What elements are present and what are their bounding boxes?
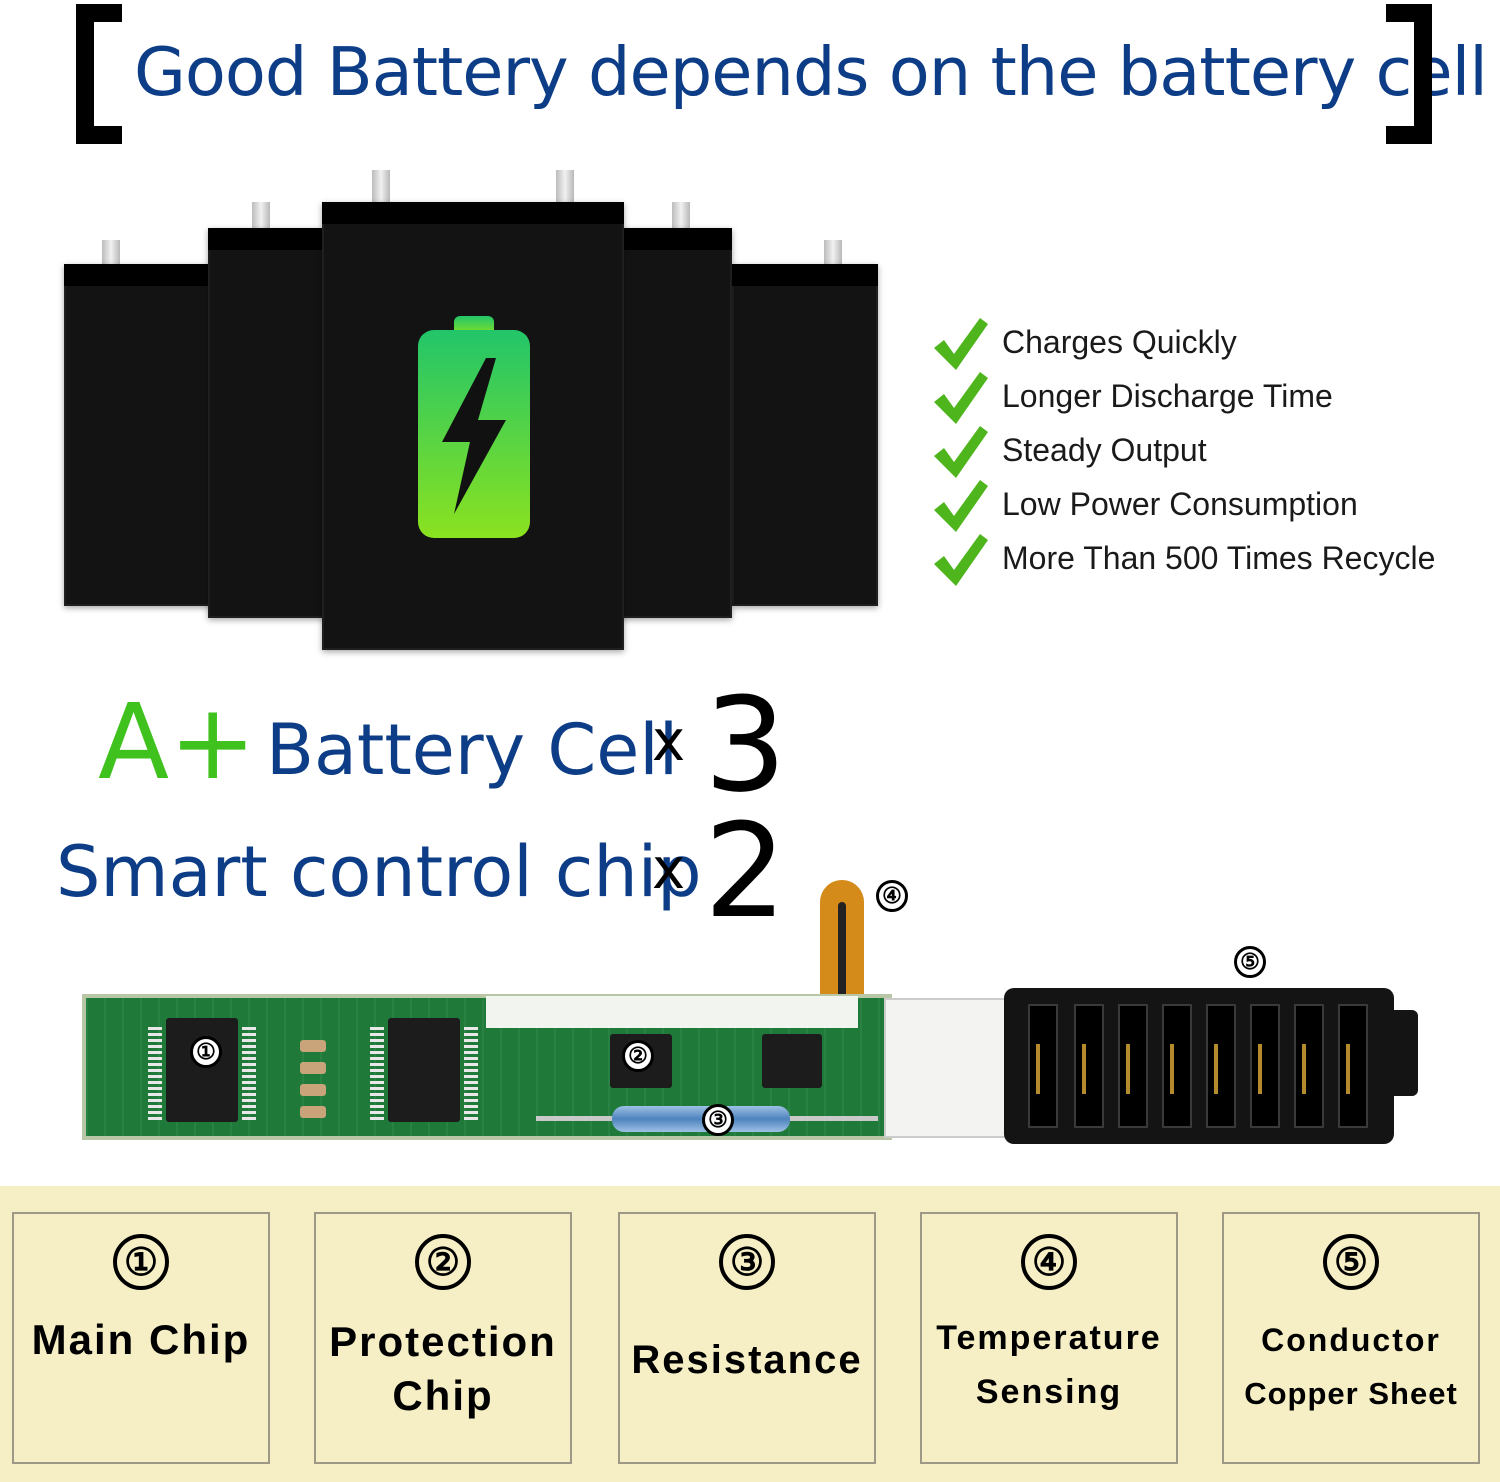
left-bracket	[76, 4, 122, 144]
checkmark-icon	[934, 480, 988, 532]
main-chip	[166, 1018, 238, 1122]
battery-cell-label: Battery Cell	[266, 709, 679, 791]
legend-item-temperature-sensing: ④ Temperature Sensing	[920, 1212, 1178, 1464]
list-item: More Than 500 Times Recycle	[930, 532, 1490, 586]
pcb-pad	[884, 998, 1014, 1138]
temperature-sensor-flex	[820, 880, 864, 998]
marker-2: ②	[622, 1040, 654, 1072]
list-item: Charges Quickly	[930, 316, 1490, 370]
list-item: Low Power Consumption	[930, 478, 1490, 532]
list-item: Steady Output	[930, 424, 1490, 478]
legend-item-protection-chip: ② Protection Chip	[314, 1212, 572, 1464]
chip-label: Smart control chip	[56, 831, 702, 913]
page-title: Good Battery depends on the battery cell	[134, 33, 1488, 111]
protection-chip	[762, 1034, 822, 1088]
chip-multiplier: x	[652, 837, 686, 902]
legend-item-main-chip: ① Main Chip	[12, 1212, 270, 1464]
resistor	[612, 1106, 790, 1132]
connector-ear	[1386, 1010, 1418, 1096]
battery-cell	[64, 264, 224, 606]
checkmark-icon	[934, 534, 988, 586]
cell-count: 3	[704, 669, 787, 821]
checkmark-icon	[934, 372, 988, 424]
marker-3: ③	[702, 1104, 734, 1136]
list-item: Longer Discharge Time	[930, 370, 1490, 424]
marker-4: ④	[876, 880, 908, 912]
legend-number: ③	[719, 1234, 775, 1290]
connector	[1004, 988, 1394, 1144]
legend-number: ⑤	[1323, 1234, 1379, 1290]
battery-charging-icon	[418, 316, 530, 538]
battery-cell	[732, 264, 878, 606]
legend-item-resistance: ③ Resistance	[618, 1212, 876, 1464]
legend-number: ④	[1021, 1234, 1077, 1290]
controller-chip	[388, 1018, 460, 1122]
battery-cell	[610, 228, 732, 618]
grade-label: A+	[98, 681, 257, 803]
pcb-label-strip	[486, 996, 858, 1028]
legend-item-conductor-copper-sheet: ⑤ Conductor Copper Sheet	[1222, 1212, 1480, 1464]
checkmark-icon	[934, 426, 988, 478]
chip-count: 2	[704, 795, 787, 947]
cell-multiplier: x	[652, 709, 686, 774]
legend-number: ①	[113, 1234, 169, 1290]
battery-cell	[208, 228, 344, 618]
checkmark-icon	[934, 318, 988, 370]
right-bracket	[1386, 4, 1432, 144]
marker-5: ⑤	[1234, 946, 1266, 978]
marker-1: ①	[190, 1036, 222, 1068]
legend-number: ②	[415, 1234, 471, 1290]
